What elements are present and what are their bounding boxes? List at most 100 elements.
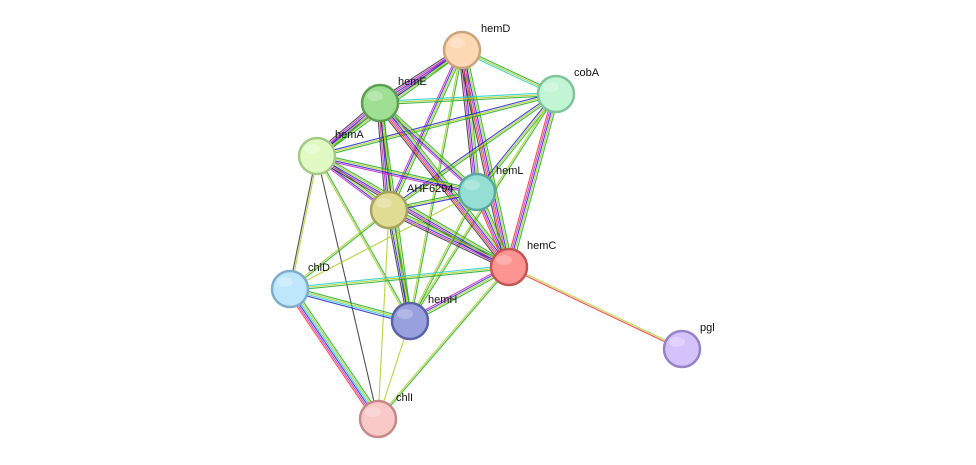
- node-label-hemL: hemL: [496, 165, 524, 177]
- edge-line-chlD-chlI-2: [290, 288, 380, 419]
- node-circle-cobA[interactable]: [536, 74, 576, 114]
- edge-line-cobA-hemL-1: [476, 93, 557, 193]
- edge-line-hemD-hemC-1: [463, 49, 512, 267]
- edge-hemL-hemH: [408, 191, 479, 322]
- node-label-hemA: hemA: [335, 129, 364, 141]
- edge-layer: [286, 46, 683, 422]
- edge-line-chlD-hemH-1: [290, 287, 411, 321]
- edge-hemL-chlD: [289, 191, 478, 290]
- node-circle-hemL[interactable]: [457, 172, 497, 212]
- edge-line-hemC-chlD-1: [289, 266, 510, 290]
- node-hemD[interactable]: [442, 30, 482, 70]
- edge-line-hemD-AHF6294-3: [386, 48, 461, 210]
- edge-line-cobA-AHF6294-2: [387, 92, 556, 210]
- edge-line-cobA-hemE-2: [379, 91, 556, 102]
- node-highlight-hemD: [449, 38, 465, 48]
- edge-line-cobA-hemC-2: [508, 93, 557, 268]
- node-circle-pgl[interactable]: [662, 329, 702, 369]
- edge-line-AHF6294-hemC-0: [390, 206, 511, 265]
- edge-line-hemC-chlD-0: [290, 268, 510, 292]
- node-label-hemD: hemD: [481, 23, 510, 35]
- edge-line-cobA-hemE-1: [379, 93, 557, 104]
- edge-line-hemL-chlD-0: [289, 191, 478, 290]
- edge-line-AHF6294-hemC-2: [388, 209, 510, 268]
- edge-hemA-chlI: [316, 155, 379, 420]
- node-hemC[interactable]: [489, 247, 529, 287]
- edge-line-AHF6294-chlD-0: [290, 210, 390, 291]
- edge-line-AHF6294-chlD-1: [289, 208, 389, 289]
- node-highlight-chlD: [277, 277, 293, 287]
- edge-line-hemE-hemL-0: [381, 100, 479, 191]
- edge-line-chlD-chlI-1: [291, 287, 381, 418]
- edge-line-cobA-hemA-2: [316, 91, 556, 155]
- edge-AHF6294-hemC: [387, 206, 511, 271]
- edge-line-hemA-hemC-0: [318, 152, 511, 265]
- edge-line-AHF6294-hemC-3: [388, 210, 509, 269]
- edge-line-hemA-chlD-1: [288, 155, 317, 289]
- node-circle-hemH[interactable]: [390, 301, 430, 341]
- edge-hemA-hemL: [316, 153, 478, 195]
- edge-line-hemA-hemL-2: [316, 156, 477, 194]
- node-highlight-AHF6294: [376, 198, 392, 208]
- edge-line-hemL-hemH-1: [408, 191, 477, 321]
- node-circle-chlI[interactable]: [358, 399, 398, 439]
- node-circle-hemC[interactable]: [489, 247, 529, 287]
- edge-cobA-hemA: [316, 91, 557, 159]
- node-circle-hemD[interactable]: [442, 30, 482, 70]
- edge-line-hemA-hemH-1: [315, 156, 410, 322]
- edge-line-cobA-hemE-0: [380, 95, 557, 106]
- node-highlight-hemH: [397, 309, 413, 319]
- node-highlight-cobA: [543, 82, 559, 92]
- edge-line-hemA-hemL-1: [317, 154, 478, 192]
- node-hemE[interactable]: [360, 83, 400, 123]
- edge-hemA-hemH: [315, 155, 412, 322]
- node-chlI[interactable]: [358, 399, 398, 439]
- node-label-hemC: hemC: [527, 240, 556, 252]
- edge-line-hemD-AHF6294-1: [389, 50, 464, 211]
- edge-line-hemC-pgl-1: [508, 267, 682, 351]
- node-hemL[interactable]: [457, 172, 497, 212]
- node-circle-AHF6294[interactable]: [369, 190, 409, 230]
- edge-line-cobA-hemC-3: [506, 93, 555, 267]
- edge-chlD-chlI: [286, 286, 382, 422]
- edge-line-chlD-hemH-2: [289, 289, 410, 323]
- edge-cobA-hemE: [379, 91, 557, 106]
- edge-line-chlD-chlI-4: [287, 290, 377, 421]
- node-circle-hemA[interactable]: [297, 136, 337, 176]
- edge-line-hemD-hemL-4: [458, 50, 475, 193]
- edge-line-hemC-chlI-0: [378, 267, 511, 420]
- edge-line-hemA-hemL-3: [316, 157, 477, 195]
- node-label-pgl: pgl: [700, 322, 715, 334]
- node-label-cobA: cobA: [574, 67, 600, 79]
- node-highlight-chlI: [365, 407, 381, 417]
- node-layer: [270, 30, 702, 439]
- edge-line-hemD-hemC-4: [459, 50, 508, 268]
- node-highlight-hemL: [464, 180, 480, 190]
- edge-line-hemL-hemH-0: [410, 192, 479, 322]
- node-AHF6294[interactable]: [369, 190, 409, 230]
- edge-line-AHF6294-hemC-1: [389, 208, 510, 267]
- node-chlD[interactable]: [270, 269, 310, 309]
- node-highlight-hemE: [367, 91, 383, 101]
- node-circle-chlD[interactable]: [270, 269, 310, 309]
- node-circle-hemE[interactable]: [360, 83, 400, 123]
- node-hemH[interactable]: [390, 301, 430, 341]
- edge-line-chlD-chlI-0: [292, 286, 382, 418]
- edge-line-hemC-pgl-0: [509, 265, 683, 349]
- edge-hemC-chlI: [376, 266, 511, 420]
- edge-line-hemA-chlI-0: [316, 155, 379, 420]
- edge-line-hemD-hemC-2: [462, 49, 511, 267]
- edge-line-chlD-chlI-3: [288, 289, 378, 420]
- edge-line-hemC-chlD-2: [289, 264, 509, 288]
- node-highlight-pgl: [669, 337, 685, 347]
- node-hemA[interactable]: [297, 136, 337, 176]
- edge-hemC-pgl: [508, 265, 683, 351]
- node-cobA[interactable]: [536, 74, 576, 114]
- edge-cobA-hemC: [505, 93, 560, 268]
- edge-line-hemE-hemC-5: [376, 105, 507, 270]
- node-pgl[interactable]: [662, 329, 702, 369]
- edge-line-hemD-AHF6294-0: [390, 50, 465, 212]
- edge-line-cobA-hemL-2: [475, 92, 556, 192]
- node-label-chlD: chlD: [308, 262, 330, 274]
